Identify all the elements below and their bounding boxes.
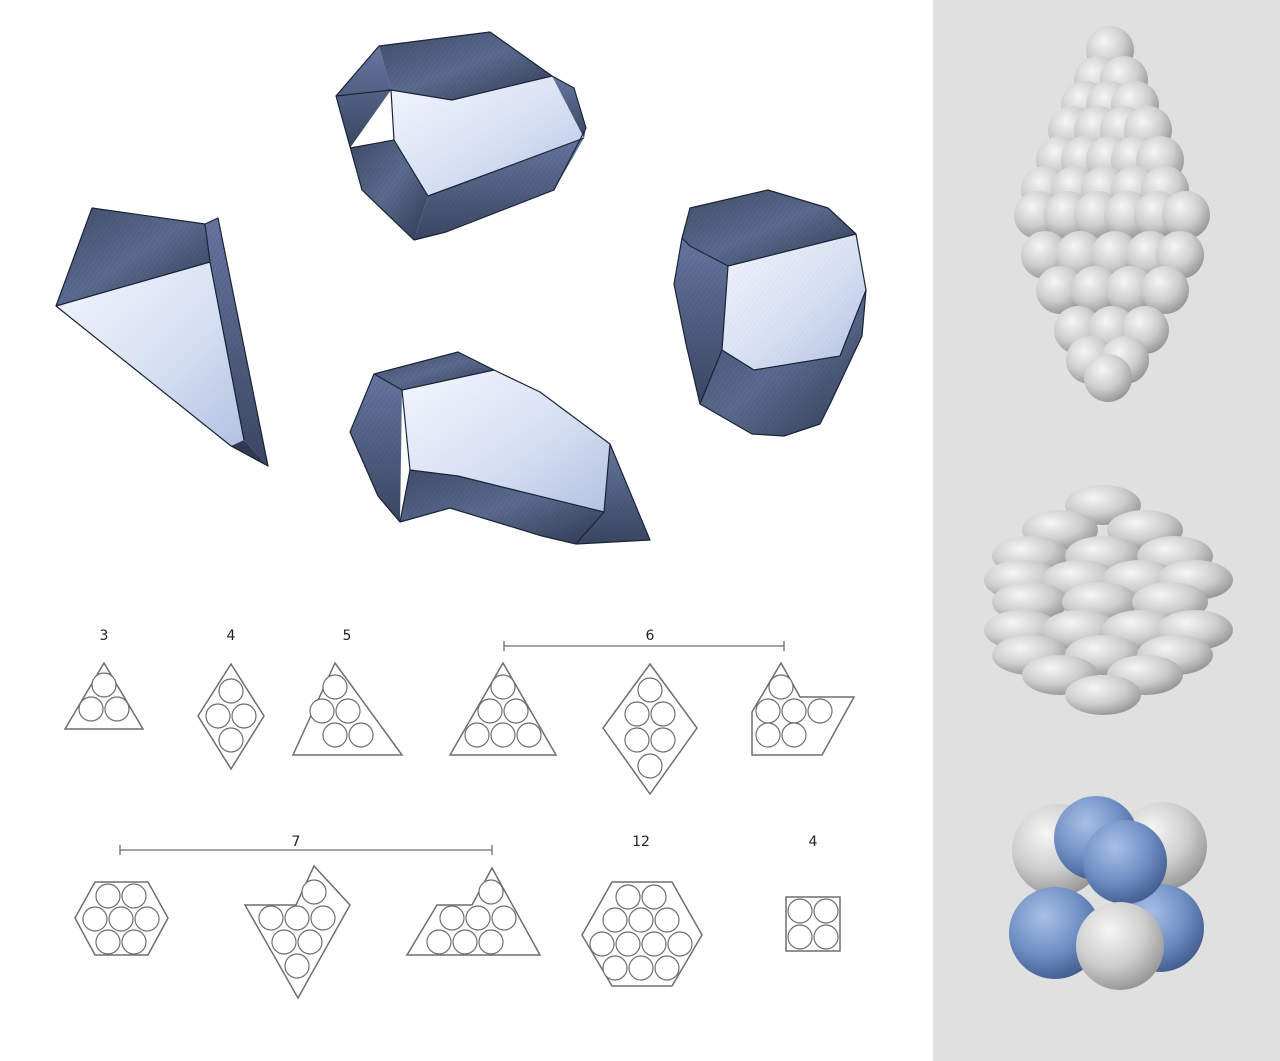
hexagon-12: [581, 881, 703, 987]
rhombus-4: [197, 662, 265, 771]
label-4: 4: [227, 628, 236, 644]
sphere-cluster-bipyramid: [1014, 26, 1210, 402]
bracket-6: [503, 641, 785, 651]
truncated-crystal-top: [335, 31, 587, 241]
elongated-crystal: [55, 207, 269, 467]
hexagon-7: [74, 881, 169, 956]
triangle-3: [63, 661, 145, 730]
pointed-crystal: [349, 351, 651, 545]
bracket-7: [119, 845, 493, 855]
label-5: 5: [343, 628, 352, 644]
label-7: 7: [292, 834, 301, 850]
packing-row-1: 3 4 5 6: [63, 628, 856, 796]
parallelogram-7: [405, 866, 542, 956]
packing-row-2: 7 12 4: [74, 834, 841, 1000]
model-ellipsoid: [1065, 675, 1141, 715]
model-sphere: [1071, 266, 1119, 314]
square-4: [785, 896, 841, 952]
label-12: 12: [632, 834, 650, 850]
label-4-square: 4: [809, 834, 818, 850]
model-sphere: [1162, 191, 1210, 239]
hexagonal-crystal: [673, 189, 867, 437]
model-sphere: [1106, 266, 1154, 314]
triangle-6: [448, 661, 558, 756]
label-6: 6: [646, 628, 655, 644]
triangle-5: [291, 661, 404, 756]
model-sphere: [1084, 354, 1132, 402]
ellipsoid-cluster: [984, 485, 1233, 715]
bicolor-sphere-cluster: [1009, 796, 1207, 990]
label-3: 3: [100, 628, 109, 644]
rhombus-6: [602, 662, 698, 796]
model-sphere: [1036, 266, 1084, 314]
rhombus-7: [243, 864, 351, 1000]
parallelogram-6: [751, 661, 856, 756]
model-sphere: [1141, 266, 1189, 314]
